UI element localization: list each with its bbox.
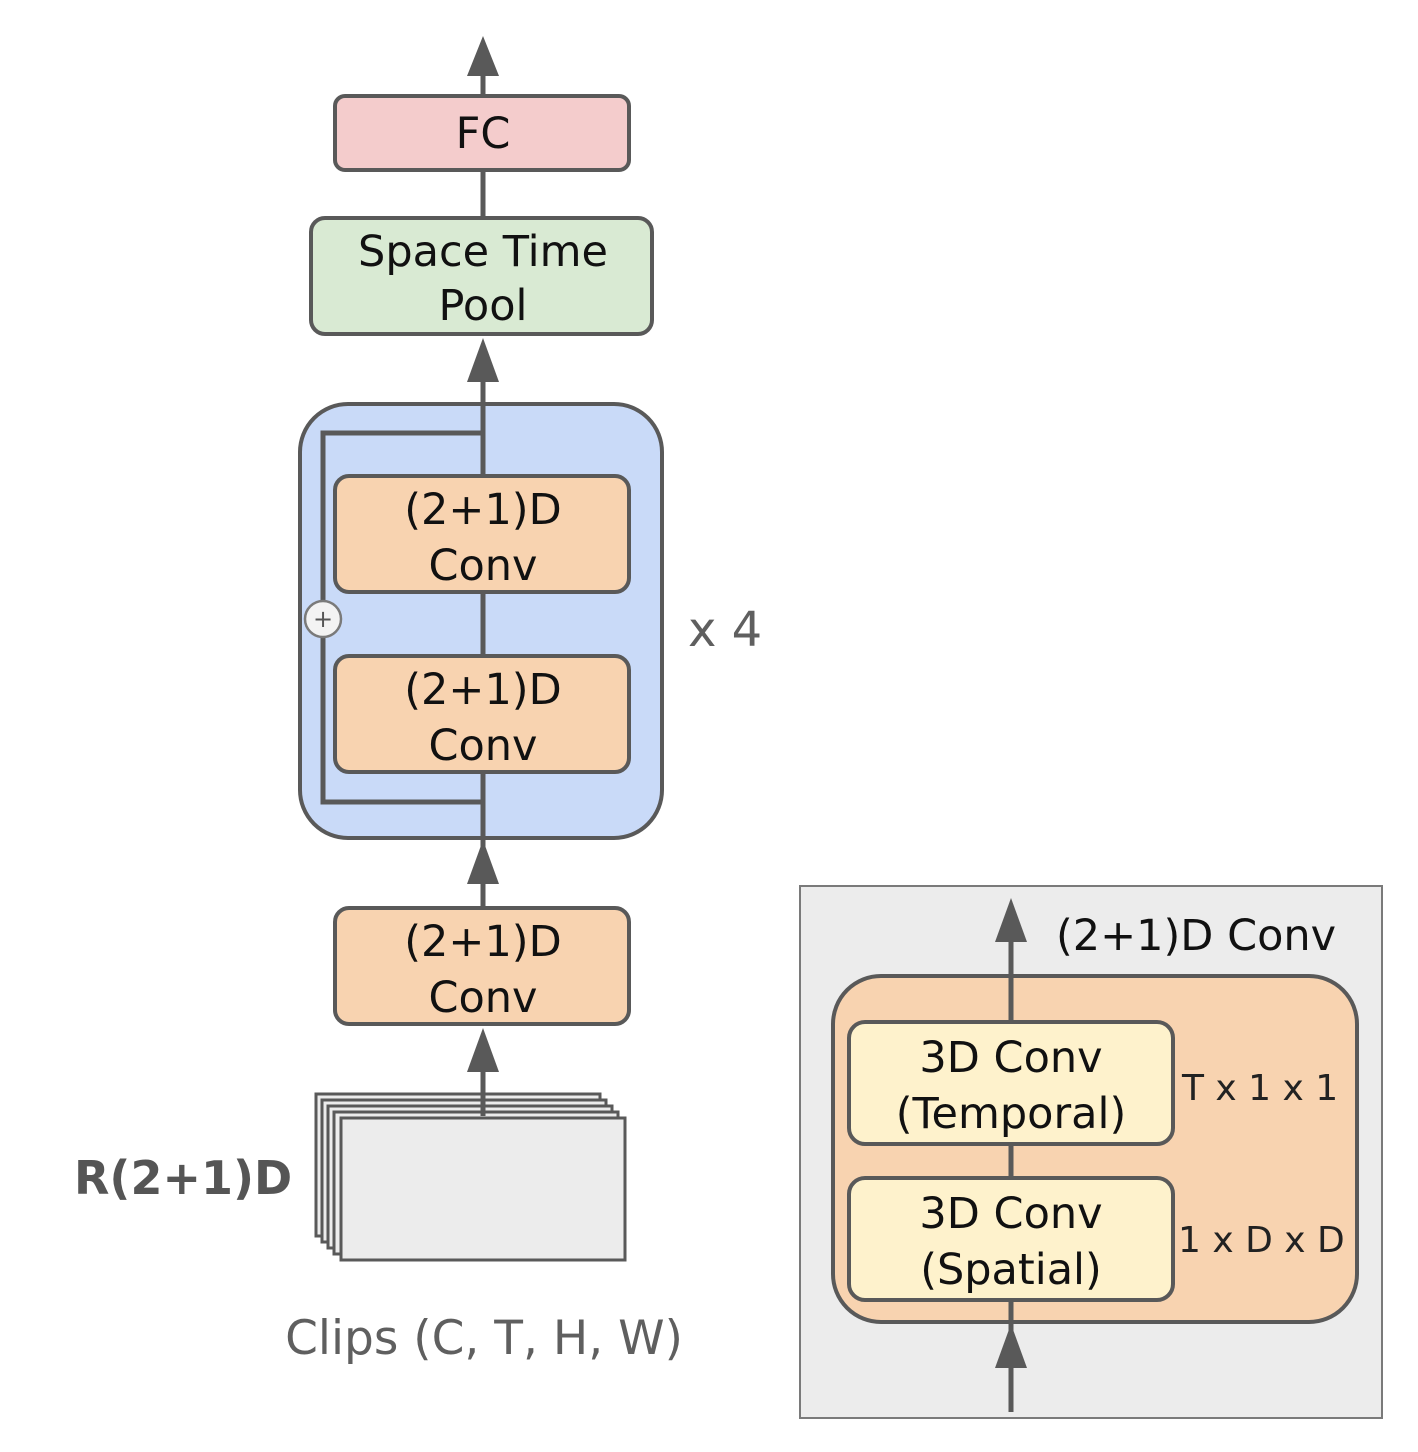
spatial-conv-line2: (Spatial) [920, 1245, 1102, 1295]
block-to-pool-arrowhead [467, 338, 499, 382]
spatial-conv-line1: 3D Conv [919, 1189, 1102, 1239]
stem-conv-line2: Conv [428, 973, 537, 1023]
repeat-count-label: x 4 [688, 602, 762, 658]
block-conv1-line2: Conv [428, 541, 537, 591]
stem-conv-line1: (2+1)D [404, 917, 561, 967]
block-conv2-line2: Conv [428, 721, 537, 771]
space-time-pool-box [309, 216, 654, 336]
output-arrowhead [467, 36, 499, 76]
temporal-conv-line2: (Temporal) [896, 1089, 1126, 1139]
temporal-conv-line1: 3D Conv [919, 1033, 1102, 1083]
pool-label-line2: Pool [439, 281, 528, 331]
temporal-kernel-label: T x 1 x 1 [1181, 1068, 1338, 1109]
pool-label-line1: Space Time [358, 227, 608, 277]
fc-label: FC [456, 109, 511, 159]
block-conv1-box [333, 474, 631, 594]
detail-input-arrowhead [995, 1324, 1027, 1368]
input-shape-label: Clips (C, T, H, W) [285, 1311, 683, 1366]
stem-to-block-arrowhead [467, 840, 499, 884]
temporal-conv-box [847, 1020, 1175, 1146]
model-name-label: R(2+1)D [74, 1151, 292, 1205]
input-clips-stack [314, 1092, 627, 1262]
clips-to-stem-arrowhead [467, 1028, 499, 1072]
stem-conv-box [333, 906, 631, 1026]
block-conv1-line1: (2+1)D [404, 485, 561, 535]
detail-output-arrowhead [995, 898, 1027, 942]
block-conv2-line1: (2+1)D [404, 665, 561, 715]
spatial-conv-box [847, 1176, 1175, 1302]
detail-panel-title: (2+1)D Conv [1056, 911, 1336, 961]
block-conv2-box [333, 654, 631, 774]
add-node-symbol: + [313, 605, 333, 633]
spatial-kernel-label: 1 x D x D [1178, 1220, 1345, 1261]
add-node-circle [303, 599, 343, 639]
